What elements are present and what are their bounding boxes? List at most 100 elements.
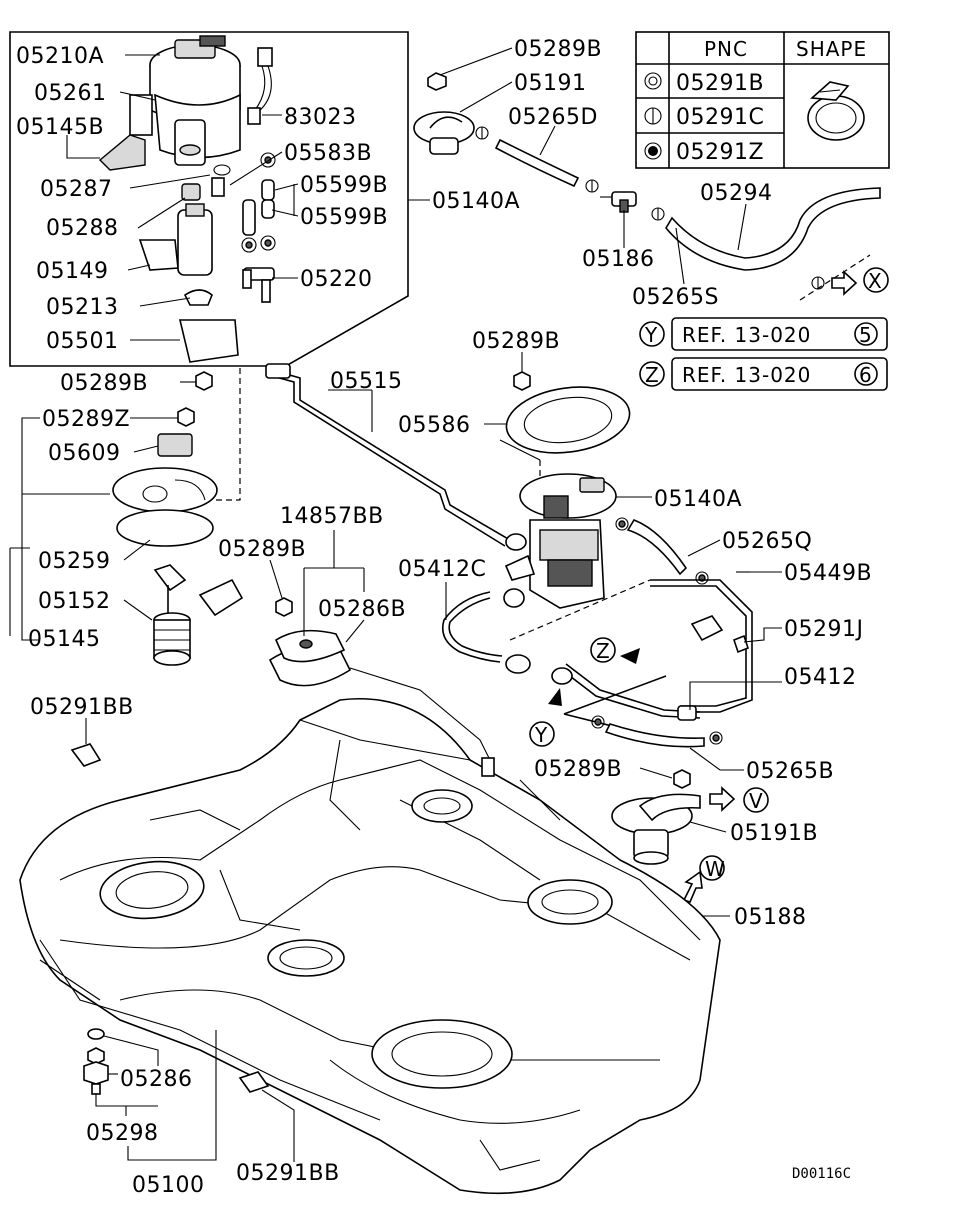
ref-z-box (671, 357, 888, 391)
label-05412: 05412 (784, 665, 857, 690)
label-05188: 05188 (734, 905, 807, 930)
tank-opening-center (267, 939, 345, 977)
ref-y-text: REF. 13-020 (682, 323, 811, 347)
fuel-tank-05100 (19, 698, 721, 1195)
drain-plug-05298 (83, 1028, 109, 1095)
table-pnc-2: 05291C (676, 105, 764, 130)
left-bracket-lines (9, 381, 196, 641)
filler-cap-05191 (413, 111, 475, 155)
pump-housing (129, 93, 241, 166)
tank-opening-right (527, 879, 613, 925)
label-05599B-2: 05599B (300, 205, 388, 230)
label-05261: 05261 (34, 81, 107, 106)
label-05140A-mid: 05140A (654, 487, 742, 512)
label-05265B: 05265B (746, 759, 834, 784)
label-05289B-top: 05289B (514, 37, 602, 62)
hose-05265q (626, 519, 688, 576)
ref-z-letter: Z (645, 363, 660, 387)
label-05140A-top: 05140A (432, 189, 520, 214)
label-83023: 83023 (284, 105, 357, 130)
arrow-to-v-icon (709, 786, 736, 812)
tank-opening-bottom (371, 1019, 513, 1089)
filler-neck-05191b (611, 793, 701, 865)
o-ring-05287 (213, 164, 231, 176)
label-14857BB: 14857BB (280, 504, 384, 529)
label-05259: 05259 (38, 549, 111, 574)
label-05288: 05288 (46, 216, 119, 241)
hose-05265d (494, 138, 580, 188)
hose-05294 (665, 187, 881, 271)
label-05289B-small: 05289B (218, 537, 306, 562)
label-05286: 05286 (120, 1067, 193, 1092)
label-05149: 05149 (36, 259, 109, 284)
label-05265Q: 05265Q (722, 529, 812, 554)
marker-v: V (749, 789, 764, 813)
dashed-guide-right (509, 579, 651, 641)
label-05265D: 05265D (508, 105, 598, 130)
ref-y-letter: Y (644, 323, 658, 347)
filter-05152 (153, 612, 191, 666)
inset-leaders (66, 54, 430, 341)
filter-05288 (181, 183, 201, 201)
label-05291BB-bottom: 05291BB (236, 1161, 340, 1186)
label-05583B: 05583B (284, 141, 372, 166)
ref-z-text: REF. 13-020 (682, 363, 811, 387)
valve-05186 (600, 191, 637, 213)
ref-y-num: 5 (859, 323, 873, 347)
label-05298: 05298 (86, 1121, 159, 1146)
label-05152: 05152 (38, 589, 111, 614)
connector-83023 (247, 47, 273, 125)
label-05289B-left: 05289B (60, 371, 148, 396)
clip-05213 (183, 289, 213, 306)
arrow-to-w-icon (682, 870, 703, 903)
nut-05289b-mid (513, 371, 531, 391)
label-05191: 05191 (514, 71, 587, 96)
clip-05291bb-bottom (238, 1071, 270, 1093)
hose-05412c (441, 591, 501, 663)
strainer-05501 (178, 319, 239, 363)
arrow-to-x-icon (831, 270, 858, 296)
label-05186: 05186 (582, 247, 655, 272)
pump-module-05140a (499, 439, 617, 609)
pump-motor-05149 (138, 203, 213, 276)
label-05289Z: 05289Z (42, 407, 130, 432)
wire-harness (349, 667, 491, 761)
label-05291J: 05291J (784, 617, 863, 642)
plate-05286b (268, 597, 352, 687)
tank-opening-left (99, 860, 205, 920)
label-05501: 05501 (46, 329, 119, 354)
label-05609: 05609 (48, 441, 121, 466)
label-05213: 05213 (46, 295, 119, 320)
label-05220: 05220 (300, 267, 373, 292)
label-05289B-right: 05289B (534, 757, 622, 782)
label-05100: 05100 (132, 1173, 205, 1198)
label-05265S: 05265S (632, 285, 719, 310)
nut-05289b-top (427, 72, 447, 91)
drawing-id: D00116C (792, 1166, 851, 1182)
marker-y: Y (534, 723, 548, 747)
inset-box (9, 31, 409, 367)
label-05145: 05145 (28, 627, 101, 652)
ref-z-num: 6 (859, 363, 873, 387)
table-header-pnc: PNC (704, 37, 748, 61)
hose-clamp-shape-icon (807, 81, 865, 141)
table-pnc-1: 05291B (676, 71, 764, 96)
label-05289B-mid: 05289B (472, 329, 560, 354)
label-05599B-1: 05599B (300, 173, 388, 198)
nut-05289b-right (673, 769, 691, 789)
small-parts-column (211, 152, 276, 303)
top-middle-leaders (439, 47, 747, 285)
label-05515: 05515 (330, 369, 403, 394)
label-05294: 05294 (700, 181, 773, 206)
pnc-shape-table (635, 31, 890, 169)
label-05449B: 05449B (784, 561, 872, 586)
ref-y-box (671, 317, 888, 351)
pipe-05515 (271, 369, 511, 541)
tube-05449b (650, 579, 753, 713)
hose-05265b (604, 723, 705, 748)
label-05210A: 05210A (16, 44, 104, 69)
sender-unit-parts (112, 371, 244, 666)
marker-x: X (868, 269, 883, 293)
